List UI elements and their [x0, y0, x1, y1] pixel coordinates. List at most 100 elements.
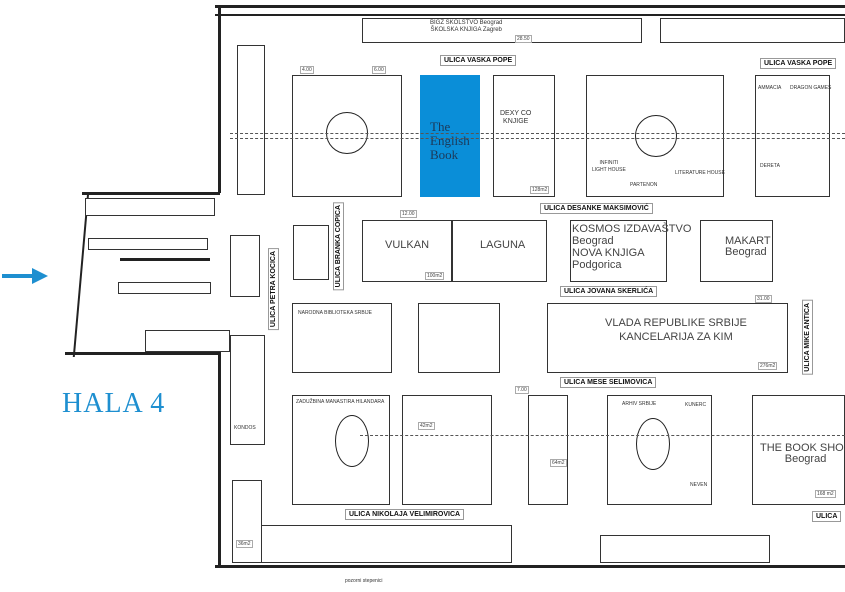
column-circle — [636, 418, 670, 470]
english-book-line: Book — [430, 147, 459, 162]
booth-corner[interactable] — [232, 480, 262, 563]
column-circle — [635, 115, 677, 157]
street-nikolaja-velimirovica: ULICA NIKOLAJA VELIMIROVICA — [345, 509, 465, 520]
booth-block-upper-right[interactable] — [755, 75, 830, 197]
dimension-label: 4.00 — [300, 66, 314, 74]
booth-skolska-line: ŠKOLSKA KNJIGA Zagreb — [430, 27, 502, 33]
street-vaska-pope: ULICA VASKA POPE — [440, 55, 517, 66]
street-jovana-skerlica: ULICA JOVANA SKERLIĆA — [560, 286, 658, 297]
area-label: 36m2 — [236, 540, 253, 548]
booth-annex-top[interactable] — [85, 198, 215, 216]
booth-annex-row[interactable] — [88, 238, 208, 250]
dashed-line — [360, 435, 845, 436]
booth-makart-city: Beograd — [725, 246, 767, 258]
booth-column-west-lower[interactable] — [230, 335, 265, 445]
dimension-label: 12.00 — [400, 210, 417, 218]
street-mese-selimovica: ULICA MESE SELIMOVICA — [560, 377, 657, 388]
booth-narodna-label: NARODNA BIBLIOTEKA SRBIJE — [298, 310, 372, 316]
column-circle — [335, 415, 369, 467]
booth-book-shop-line: THE BOOK SHOP — [760, 442, 845, 454]
wall-left-upper — [218, 5, 221, 193]
dimension-label: 7.00 — [515, 386, 529, 394]
booth-kondos: KONDOS — [234, 425, 256, 431]
booth-annex-side[interactable] — [230, 235, 260, 297]
stairs — [120, 258, 210, 261]
booth-makart[interactable] — [700, 220, 773, 282]
street-mike-antica: ULICA MIKE ANTICA — [802, 300, 813, 375]
dashed-line — [230, 138, 845, 139]
booth-dereta: DERETA — [760, 163, 780, 169]
booth-dexy-co[interactable] — [493, 75, 555, 197]
booth-literature-house: LITERATURE HOUSE — [675, 170, 725, 176]
booth-kosmos-line: KOSMOS IZDAVAŠTVO — [572, 223, 692, 235]
entrance-arrow-icon — [2, 268, 48, 284]
booth-laguna-label: LAGUNA — [480, 239, 526, 251]
booth-nova-line: NOVA KNJIGA — [572, 247, 645, 259]
stairs-label: pozorni stepenici — [345, 578, 383, 584]
booth-small-west[interactable] — [293, 225, 329, 280]
street-petra-kocica: ULICA PETRA KOCICA — [268, 248, 279, 331]
booth-narodna-biblioteka[interactable] — [292, 303, 392, 373]
area-label: 100m2 — [425, 272, 445, 280]
booth-top-row[interactable] — [362, 18, 642, 43]
area-label: 168 m2 — [815, 490, 836, 498]
booth-the-book-shop[interactable] — [752, 395, 845, 505]
booth-column-west[interactable] — [237, 45, 265, 195]
wall-top-inner — [215, 14, 845, 16]
booth-book-shop-city: Beograd — [784, 453, 827, 465]
dimension-label: 6.00 — [372, 66, 386, 74]
booth-kosmos-city: Beograd — [572, 235, 614, 247]
booth-ammacia: AMMACIA — [758, 85, 782, 91]
street-desanke-maksimovic: ULICA DESANKE MAKSIMOVIĆ — [540, 203, 653, 214]
booth-dexy-line: KNJIGE — [503, 118, 529, 125]
booth-infiniti-line: INFINITI — [599, 160, 619, 166]
english-book-line: The — [430, 119, 451, 134]
booth-vulkan[interactable] — [362, 220, 452, 282]
booth-bigz-line: BIGZ ŠKOLSTVO Beograd — [430, 20, 503, 26]
dimension-label: 31.00 — [755, 295, 772, 303]
dashed-line — [230, 133, 845, 134]
booth-laguna[interactable] — [452, 220, 547, 282]
booth-dragon-games: DRAGON GAMES — [790, 85, 832, 91]
wall-annex-top — [82, 192, 220, 195]
wall-annex-bottom — [65, 352, 220, 355]
area-label: 128m2 — [530, 186, 550, 194]
street-branka-copica: ULICA BRANKA COPICA — [333, 202, 344, 291]
booth-nova-city: Podgorica — [572, 259, 622, 271]
wall-annex-left — [72, 192, 90, 357]
street-east-bottom: ULICA — [812, 511, 842, 522]
booth-block-narrow[interactable] — [528, 395, 568, 505]
booth-makart-line: MAKART — [725, 235, 771, 247]
booth-dexy-line: DEXY CO — [500, 110, 532, 117]
booth-block-small[interactable] — [418, 303, 500, 373]
wall-bottom — [215, 565, 845, 568]
english-book-line: English — [430, 133, 470, 148]
booth-vulkan-label: VULKAN — [385, 239, 430, 251]
wall-top — [215, 5, 845, 8]
booth-kosmos[interactable] — [570, 220, 667, 282]
area-label: 276m2 — [758, 362, 778, 370]
booth-partenon: PARTENON — [630, 182, 658, 188]
dimension-label: 28.50 — [515, 35, 532, 43]
booth-bottom-row[interactable] — [250, 525, 512, 563]
area-label: 64m2 — [550, 459, 567, 467]
booth-annex-row[interactable] — [118, 282, 211, 294]
booth-vlada-line: KANCELARIJA ZA KIM — [619, 331, 733, 343]
booth-hilandar-label: ZADUŽBINA MANASTIRA HILANDARA — [296, 399, 385, 405]
booth-lighthouse-line: LIGHT HOUSE — [592, 167, 626, 173]
street-vaska-pope-east: ULICA VASKA POPE — [760, 58, 837, 69]
booth-top-row-right[interactable] — [660, 18, 845, 43]
booth-vlada[interactable] — [547, 303, 788, 373]
hall-title: HALA 4 — [62, 388, 166, 419]
booth-block-lower-middle[interactable] — [402, 395, 492, 505]
booth-arhiv-srbije: ARHIV SRBIJE — [622, 401, 657, 407]
booth-annex-bottom[interactable] — [145, 330, 230, 352]
